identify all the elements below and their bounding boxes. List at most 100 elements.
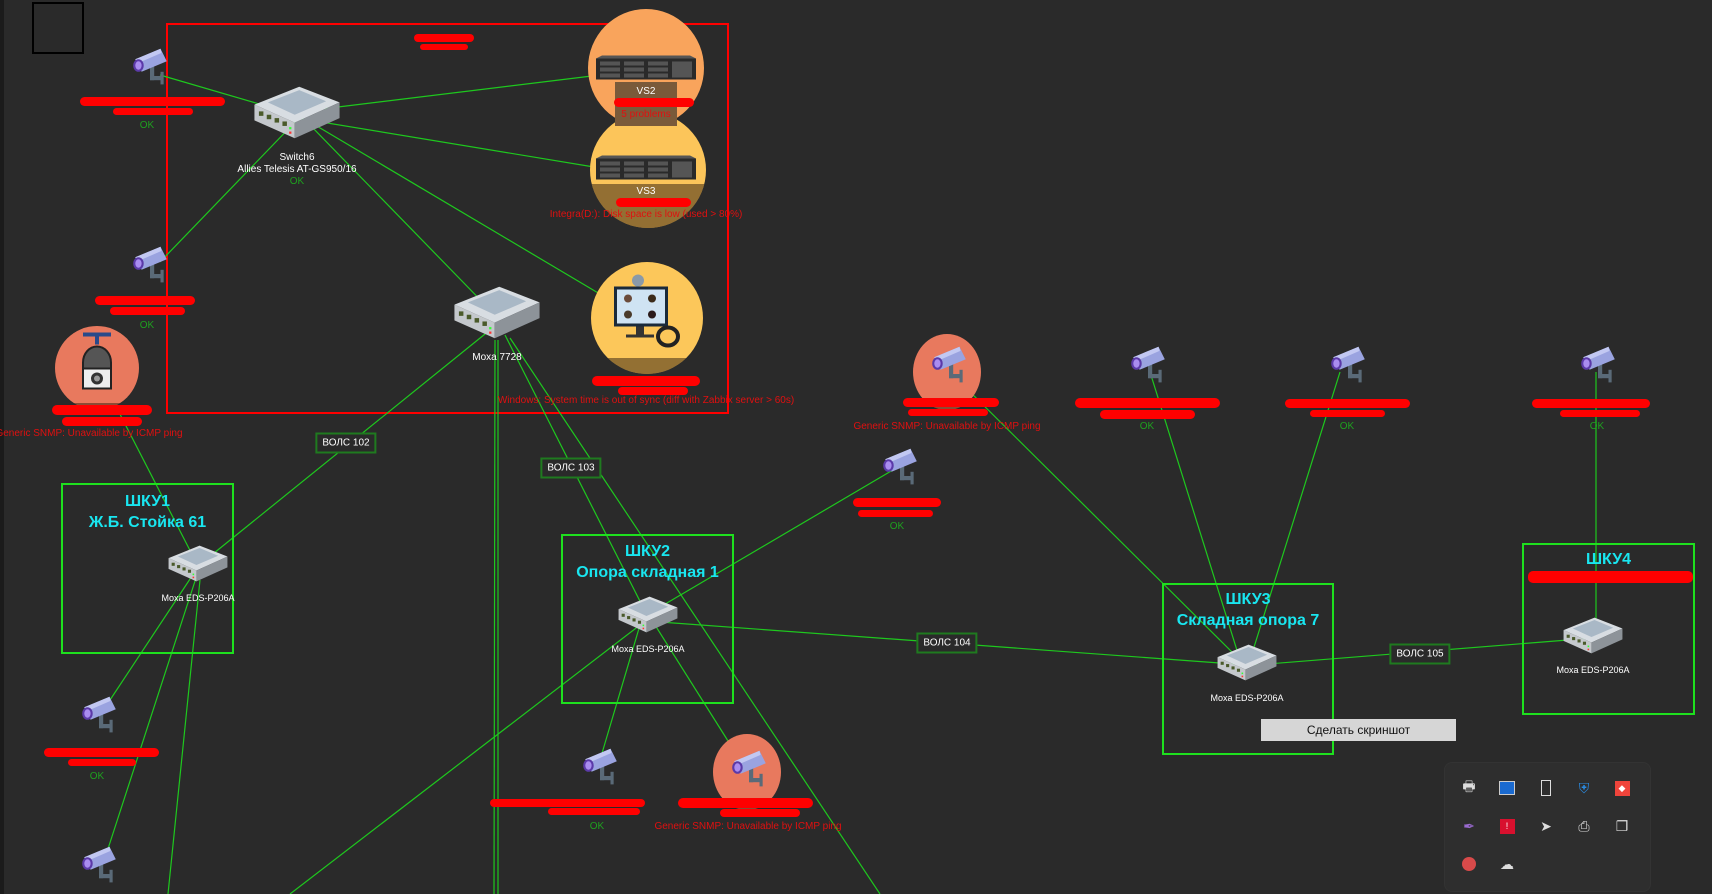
vs3-name: VS3 xyxy=(636,186,656,197)
camera-status: Generic SNMP: Unavailable by ICMP ping xyxy=(853,421,1041,432)
camera-icon[interactable] xyxy=(879,445,921,492)
camera-icon[interactable] xyxy=(1577,343,1619,390)
link xyxy=(1249,371,1341,661)
camera-status: OK xyxy=(889,521,905,532)
security-shield-error-icon[interactable]: ⛨ xyxy=(1578,779,1590,796)
scanner-icon[interactable]: ⎙ xyxy=(1578,817,1590,834)
moxa-shku2-name: Moxa EDS-P206A xyxy=(611,644,685,654)
camera-status: OK xyxy=(89,771,105,782)
redaction-mark xyxy=(1532,399,1650,408)
link-label-v105[interactable]: ВОЛС 105 xyxy=(1389,643,1451,665)
link xyxy=(159,119,298,263)
camera-icon[interactable] xyxy=(728,747,770,794)
shku3-subtitle: Складная опора 7 xyxy=(1176,612,1320,629)
link xyxy=(654,624,741,761)
link-label-v104[interactable]: ВОЛС 104 xyxy=(916,632,978,654)
cabinet-shku4[interactable]: ШКУ4 xyxy=(1522,543,1695,715)
printer-icon[interactable]: 🖶 xyxy=(1462,778,1476,794)
moxa7728-name: Moxa 7728 xyxy=(472,352,522,363)
telegram-icon[interactable]: ➤ xyxy=(1540,817,1552,834)
switch-icon[interactable] xyxy=(252,85,342,146)
link xyxy=(167,579,201,894)
cabinet-shku1[interactable]: ШКУ1 Ж.Б. Стойка 61 xyxy=(61,483,234,654)
redaction-mark xyxy=(1560,410,1640,417)
link xyxy=(289,624,641,894)
camera-icon[interactable] xyxy=(928,343,970,390)
camera-status: OK xyxy=(589,821,605,832)
link xyxy=(509,337,881,894)
redaction-mark xyxy=(1528,571,1693,583)
switch-icon[interactable] xyxy=(167,544,229,589)
redaction-mark xyxy=(903,398,999,407)
camera-icon[interactable] xyxy=(579,745,621,792)
redaction-mark xyxy=(80,97,225,106)
link xyxy=(1149,371,1241,661)
camera-icon[interactable] xyxy=(1327,343,1369,390)
shku2-title: ШКУ2 xyxy=(624,543,671,560)
server-icon[interactable] xyxy=(596,156,696,185)
camera-icon[interactable] xyxy=(1127,343,1169,390)
redaction-mark xyxy=(95,296,195,305)
link-label-v102[interactable]: ВОЛС 102 xyxy=(315,432,377,454)
link xyxy=(104,577,197,859)
redaction-mark xyxy=(853,498,941,507)
moxa-shku4-name: Moxa EDS-P206A xyxy=(1556,665,1630,675)
redaction-mark xyxy=(420,44,468,50)
switch-icon[interactable] xyxy=(1216,643,1278,688)
camera-status: OK xyxy=(1139,421,1155,432)
shku2-subtitle: Опора складная 1 xyxy=(576,564,719,581)
redaction-mark xyxy=(414,34,474,42)
camera-status: OK xyxy=(139,320,155,331)
anydesk-icon[interactable]: ◆ xyxy=(1611,777,1633,799)
shku3-title: ШКУ3 xyxy=(1225,591,1271,608)
redaction-mark xyxy=(618,387,688,395)
switch-icon[interactable] xyxy=(617,595,679,640)
redaction-mark xyxy=(678,798,813,808)
vs2-name: VS2 xyxy=(636,86,656,97)
map-element-placeholder[interactable] xyxy=(32,2,84,54)
link xyxy=(296,117,601,169)
ptz-status: Generic SNMP: Unavailable by ICMP ping xyxy=(0,428,183,439)
vs2-status: 5 problems xyxy=(621,109,671,120)
videoconf-status: Windows: System time is out of sync (dif… xyxy=(497,395,795,406)
camera-icon[interactable] xyxy=(129,243,171,290)
camera-icon[interactable] xyxy=(78,693,120,740)
moxa-shku1-name: Moxa EDS-P206A xyxy=(161,593,235,603)
redaction-mark xyxy=(62,417,142,426)
link xyxy=(296,74,601,113)
switch-icon[interactable] xyxy=(452,285,542,346)
videoconf-status-circle xyxy=(591,262,703,374)
feather-icon[interactable]: ✒ xyxy=(1463,817,1475,834)
switch6-status: OK xyxy=(289,176,305,187)
moxa-shku3-name: Moxa EDS-P206A xyxy=(1210,693,1284,703)
link-label-v103[interactable]: ВОЛС 103 xyxy=(540,457,602,479)
cabinet-shku2[interactable]: ШКУ2 Опора складная 1 xyxy=(561,534,734,704)
link xyxy=(104,384,199,567)
redaction-mark xyxy=(614,98,694,107)
redaction-mark xyxy=(720,809,800,817)
shku1-subtitle: Ж.Б. Стойка 61 xyxy=(88,514,207,531)
amd-radeon-icon[interactable]: ! xyxy=(1496,815,1518,837)
remote-desktop-icon[interactable] xyxy=(1496,777,1518,799)
video-conference-icon[interactable] xyxy=(606,273,686,358)
system-tray-overflow: 🖶 ⛨ ◆ ✒ ! ➤ ⎙ ❐ ☁ xyxy=(1444,762,1651,892)
redaction-mark xyxy=(1100,410,1195,419)
red-app-icon[interactable] xyxy=(1458,853,1480,875)
shku4-title: ШКУ4 xyxy=(1585,551,1632,568)
camera-status: Generic SNMP: Unavailable by ICMP ping xyxy=(654,821,842,832)
vs3-status: Integra(D:): Disk space is low (used > 8… xyxy=(549,209,743,220)
ptz-camera-icon[interactable] xyxy=(77,332,117,398)
camera-icon[interactable] xyxy=(78,843,120,890)
redaction-mark xyxy=(68,759,136,766)
server-icon[interactable] xyxy=(596,56,696,85)
cabinet-shku3[interactable]: ШКУ3 Складная опора 7 xyxy=(1162,583,1334,755)
switch-icon[interactable] xyxy=(1562,616,1624,661)
camera-icon[interactable] xyxy=(129,45,171,92)
redaction-mark xyxy=(113,108,193,115)
take-screenshot-button[interactable]: Сделать скриншот xyxy=(1261,719,1456,741)
network-update-icon[interactable]: ☁ xyxy=(1500,855,1514,872)
copy-windows-icon[interactable]: ❐ xyxy=(1615,817,1629,834)
redaction-mark xyxy=(1285,399,1410,408)
usb-drive-icon[interactable] xyxy=(1535,777,1557,799)
redaction-mark xyxy=(1310,410,1385,417)
